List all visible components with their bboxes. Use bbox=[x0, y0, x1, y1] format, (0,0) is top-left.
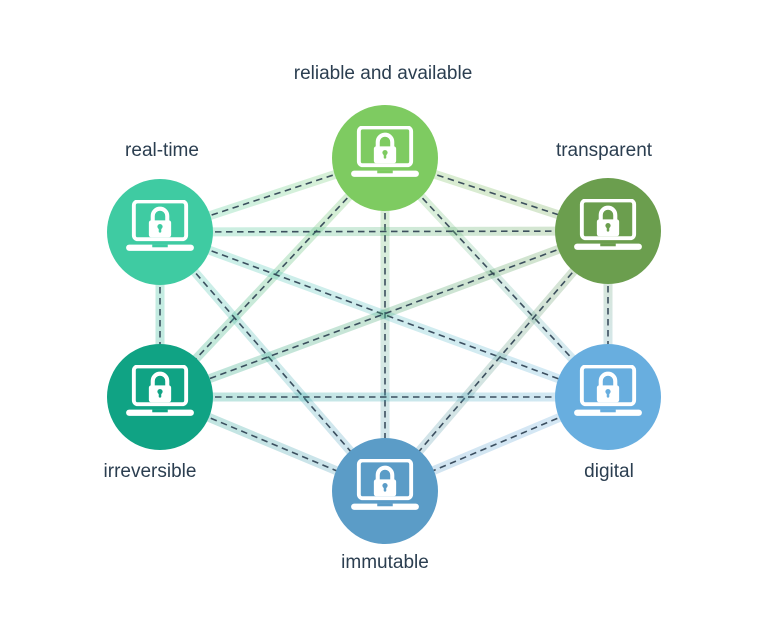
label-transparent: transparent bbox=[555, 140, 653, 161]
edge-dash-transparent-immutable bbox=[384, 230, 609, 492]
laptop-lock-icon bbox=[574, 199, 642, 250]
node-irreversible bbox=[107, 344, 213, 450]
edge-dash-realtime-immutable bbox=[159, 231, 386, 492]
edge-band-reliable-digital bbox=[381, 154, 612, 401]
laptop-lock-icon bbox=[574, 365, 642, 416]
laptop-lock-icon bbox=[126, 200, 194, 251]
node-reliable bbox=[332, 105, 438, 211]
node-immutable bbox=[332, 438, 438, 544]
node-transparent bbox=[555, 178, 661, 284]
label-digital: digital bbox=[584, 461, 634, 482]
edge-dash-transparent-irreversible bbox=[159, 230, 609, 398]
label-realtime: real-time bbox=[125, 140, 199, 161]
label-reliable: reliable and available bbox=[293, 63, 473, 84]
laptop-lock-icon bbox=[351, 126, 419, 177]
node-realtime bbox=[107, 179, 213, 285]
label-irreversible: irreversible bbox=[103, 461, 197, 482]
edge-dash-realtime-transparent bbox=[159, 230, 609, 233]
node-digital bbox=[555, 344, 661, 450]
laptop-lock-icon bbox=[351, 459, 419, 510]
label-immutable: immutable bbox=[341, 552, 429, 573]
edge-dash-realtime-digital bbox=[159, 231, 609, 398]
laptop-lock-icon bbox=[126, 365, 194, 416]
